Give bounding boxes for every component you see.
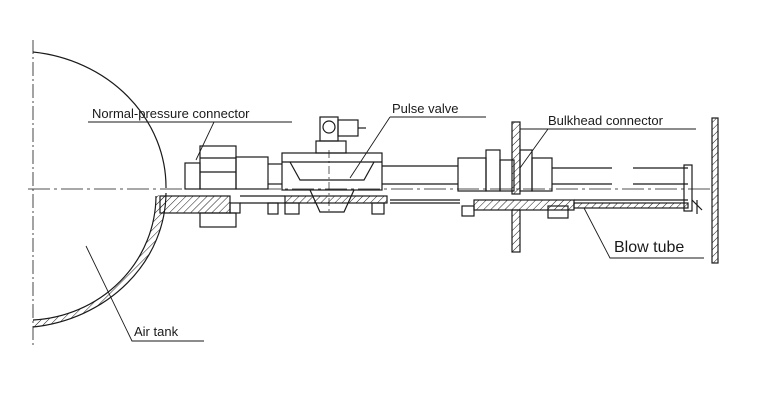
air-tank	[32, 51, 167, 328]
leader-lines	[85, 116, 704, 342]
end-wall	[711, 117, 719, 264]
leader-bulkhead	[519, 128, 696, 169]
air-tank-wall-hatch	[33, 193, 166, 327]
inlet-pipe	[240, 163, 285, 215]
leader-pulse-valve	[349, 116, 486, 179]
label-blow-tube: Blow tube	[614, 239, 685, 256]
pulse-valve	[281, 116, 388, 215]
bulkhead-section-hatch	[473, 199, 575, 211]
label-bulkhead-connector: Bulkhead connector	[548, 113, 663, 128]
connector-section-hatch	[159, 195, 231, 214]
label-pulse-valve: Pulse valve	[392, 101, 459, 116]
blow-tube-hatch	[573, 202, 689, 209]
middle-pipe	[382, 165, 460, 204]
label-air-tank: Air tank	[134, 324, 179, 339]
normal-pressure-connector	[159, 145, 269, 228]
leader-blow-tube	[583, 207, 704, 259]
valve-body-hatch	[284, 195, 388, 204]
leader-air-tank	[85, 245, 204, 342]
label-normal-pressure-connector: Normal-pressure connector	[92, 106, 250, 121]
bulkhead-wall-lower	[511, 209, 521, 253]
blow-tube	[552, 117, 719, 264]
leader-normal-pressure	[88, 121, 292, 161]
bulkhead-connector	[457, 121, 575, 253]
bulkhead-wall-upper	[511, 121, 521, 195]
